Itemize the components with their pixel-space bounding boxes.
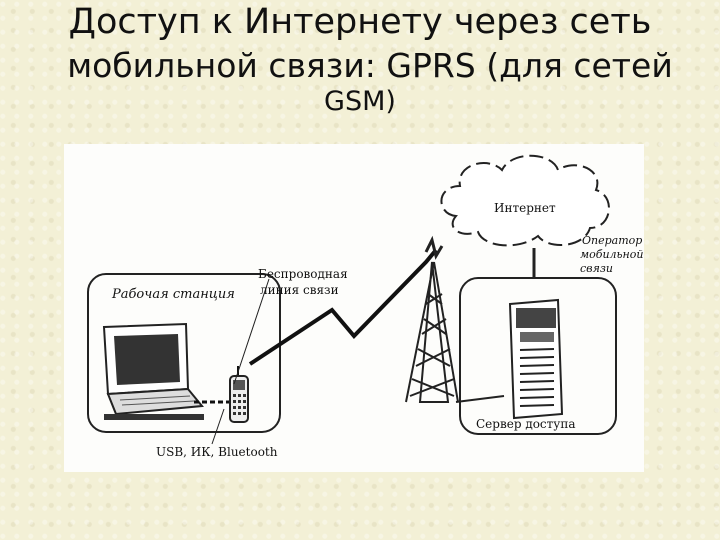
operator-label-1: Оператор: [582, 234, 642, 247]
gprs-diagram: Рабочая станция: [64, 144, 644, 472]
access-server-icon: [508, 298, 564, 420]
access-server-label: Сервер доступа: [476, 417, 576, 431]
wireless-label-2: линия связи: [260, 283, 339, 297]
wireless-label-1: Беспроводная: [258, 267, 348, 281]
internet-cloud-icon: [440, 154, 610, 247]
diagram-svg: Рабочая станция: [87, 154, 644, 459]
title-line-1: Доступ к Интернету через сеть: [68, 2, 652, 42]
workstation-label: Рабочая станция: [111, 287, 235, 302]
connections-label: USB, ИК, Bluetooth: [156, 445, 278, 459]
laptop-icon: [102, 322, 204, 420]
mobile-phone-icon: [229, 366, 249, 423]
title-line-2: мобильной связи: GPRS (для сетей: [67, 46, 673, 85]
workstation-box: [87, 273, 281, 433]
tower-server-link: [455, 395, 505, 403]
operator-box: [459, 277, 617, 435]
operator-label-2: мобильной: [580, 248, 644, 261]
connections-pointer: [211, 408, 225, 445]
title-line-3: GSM): [324, 86, 396, 117]
radio-tower-icon: [405, 235, 459, 403]
wireless-pointer: [233, 278, 270, 385]
internet-label: Интернет: [494, 201, 556, 215]
wireless-link: [248, 248, 438, 366]
operator-label-3: связи: [580, 262, 613, 275]
